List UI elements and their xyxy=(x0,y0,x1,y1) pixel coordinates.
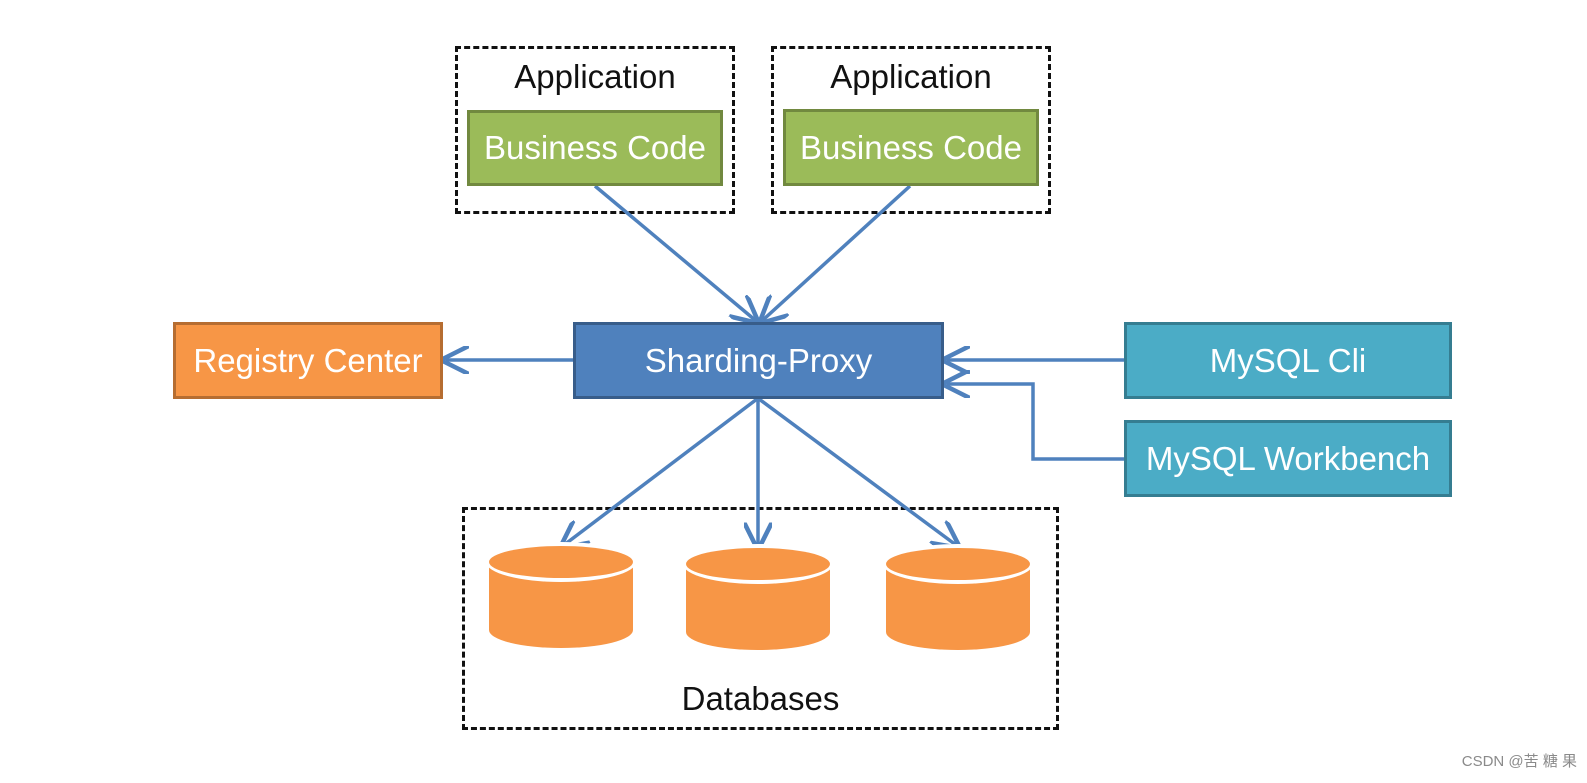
arrow-workbench-to-proxy xyxy=(947,384,1124,461)
application-group-1 xyxy=(455,46,735,214)
application-group-2 xyxy=(771,46,1051,214)
arrow-proxy-to-db3 xyxy=(757,397,956,545)
database-icon-3 xyxy=(883,544,1033,654)
arrow-app2-to-proxy xyxy=(763,184,912,320)
database-icon-2 xyxy=(683,544,833,654)
business-code-box-1: Business Code xyxy=(467,110,723,186)
application-title-1: Application xyxy=(514,58,676,95)
registry-center-box: Registry Center xyxy=(173,322,443,399)
csdn-watermark: CSDN @苦 糖 果 xyxy=(1461,753,1577,770)
databases-group xyxy=(462,507,1059,730)
arrow-proxy-to-db1 xyxy=(564,397,759,545)
mysql-workbench-box: MySQL Workbench xyxy=(1124,420,1452,497)
mysql-cli-box: MySQL Cli xyxy=(1124,322,1452,399)
arrow-app1-to-proxy xyxy=(593,184,755,320)
application-title-2: Application xyxy=(830,58,992,95)
business-code-box-2: Business Code xyxy=(783,109,1039,186)
databases-label: Databases xyxy=(681,680,840,717)
sharding-proxy-box: Sharding-Proxy xyxy=(573,322,944,399)
database-icon-1 xyxy=(486,542,636,652)
